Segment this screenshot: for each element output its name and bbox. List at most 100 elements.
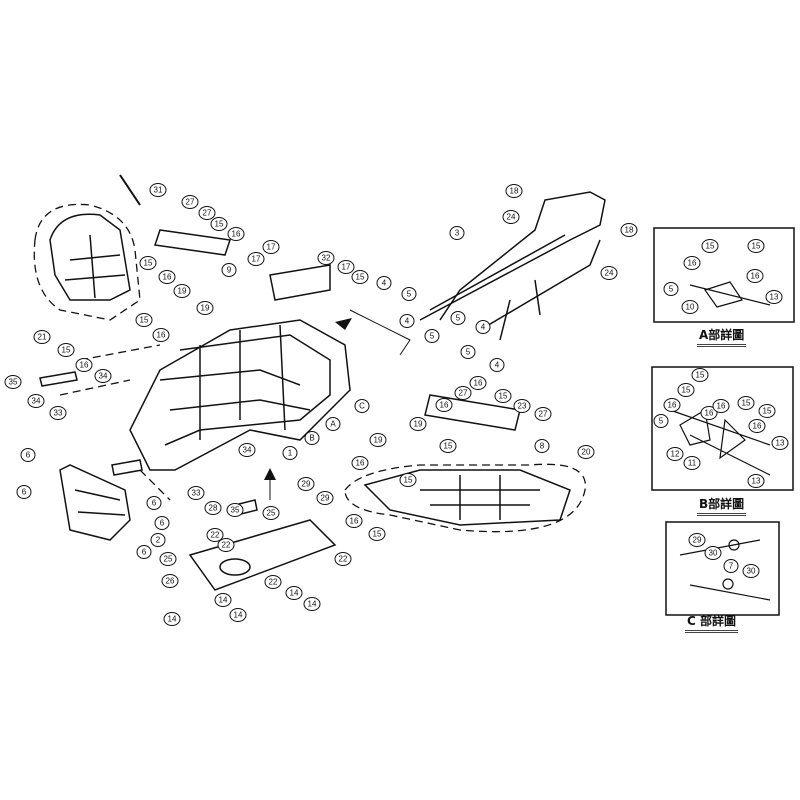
callout-18: 18 — [620, 223, 638, 237]
callout-label: 22 — [269, 578, 278, 587]
callout-circle — [20, 448, 36, 462]
callout-label: 23 — [518, 402, 527, 411]
callout-label: 16 — [688, 259, 697, 268]
callout-15: 15 — [139, 256, 157, 270]
detail-c-title: C 部詳圖 — [685, 612, 738, 633]
callout-label: 16 — [753, 422, 762, 431]
callout-label: 16 — [668, 401, 677, 410]
callout-27: 27 — [198, 206, 216, 220]
callout-16: 16 — [469, 376, 487, 390]
callout-label: 27 — [186, 198, 195, 207]
callout-label: 19 — [178, 287, 187, 296]
callout-label: 29 — [693, 536, 702, 545]
assembly-arrow-icon — [264, 468, 276, 480]
callout-circle — [354, 399, 370, 413]
callout-circle — [681, 300, 699, 314]
callout-circle — [513, 399, 531, 413]
callout-30: 30 — [704, 546, 722, 560]
callout-label: 12 — [671, 450, 680, 459]
callout-13: 13 — [747, 474, 765, 488]
callout-29: 29 — [316, 491, 334, 505]
callout-circle — [150, 533, 166, 547]
detail-a-box — [653, 227, 795, 323]
callout-label: 34 — [99, 372, 108, 381]
callout-circle — [33, 330, 51, 344]
callout-circle — [747, 239, 765, 253]
callout-label: 14 — [168, 615, 177, 624]
callout-label: 8 — [540, 442, 545, 451]
callout-A: A — [325, 417, 341, 431]
callout-16: 16 — [158, 270, 176, 284]
callout-label: 25 — [164, 555, 173, 564]
callout-label: 5 — [669, 285, 674, 294]
callout-label: 27 — [459, 389, 468, 398]
callout-7: 7 — [723, 559, 739, 573]
callout-24: 24 — [600, 266, 618, 280]
callout-circle — [577, 445, 595, 459]
callout-15: 15 — [57, 343, 75, 357]
callout-B: B — [304, 431, 320, 445]
callout-label: 4 — [495, 361, 500, 370]
detail-c-box — [665, 521, 780, 616]
callout-label: 17 — [342, 263, 351, 272]
callout-label: 15 — [140, 316, 149, 325]
callout-circle — [316, 491, 334, 505]
callout-circle — [700, 406, 718, 420]
callout-2: 2 — [150, 533, 166, 547]
callout-circle — [534, 407, 552, 421]
callout-label: 16 — [350, 517, 359, 526]
frame-lines — [39, 174, 606, 591]
callout-13: 13 — [765, 290, 783, 304]
callout-circle — [401, 287, 417, 301]
callout-19: 19 — [196, 301, 214, 315]
callout-circle — [206, 528, 224, 542]
callout-label: 10 — [686, 303, 695, 312]
callout-label: 35 — [9, 378, 18, 387]
callout-label: 24 — [605, 269, 614, 278]
callout-label: 15 — [763, 407, 772, 416]
callout-circle — [94, 369, 112, 383]
callout-circle — [494, 389, 512, 403]
callout-circle — [135, 313, 153, 327]
callout-group: 3127271516151691919211516151635343433171… — [4, 183, 789, 626]
callout-label: 6 — [26, 451, 31, 460]
callout-label: 16 — [356, 459, 365, 468]
callout-circle — [262, 240, 280, 254]
callout-label: 25 — [267, 509, 276, 518]
callout-circle — [221, 263, 237, 277]
callout-label: 6 — [142, 548, 147, 557]
callout-circle — [317, 251, 335, 265]
callout-label: 16 — [157, 331, 166, 340]
callout-label: 16 — [717, 402, 726, 411]
callout-17: 17 — [337, 260, 355, 274]
callout-label: 13 — [770, 293, 779, 302]
callout-label: 35 — [231, 506, 240, 515]
callout-26: 26 — [161, 574, 179, 588]
callout-label: 22 — [211, 531, 220, 540]
callout-circle — [214, 593, 232, 607]
callout-16: 16 — [227, 227, 245, 241]
callout-circle — [139, 256, 157, 270]
callout-circle — [368, 527, 386, 541]
callout-35: 35 — [4, 375, 22, 389]
callout-label: 15 — [444, 442, 453, 451]
callout-16: 16 — [712, 399, 730, 413]
callout-label: 17 — [267, 243, 276, 252]
callout-16: 16 — [351, 456, 369, 470]
callout-circle — [152, 328, 170, 342]
callout-circle — [238, 443, 256, 457]
callout-circle — [704, 546, 722, 560]
callout-circle — [534, 439, 550, 453]
callout-circle — [439, 439, 457, 453]
callout-circle — [758, 404, 776, 418]
callout-label: 6 — [160, 519, 165, 528]
callout-circle — [742, 564, 760, 578]
callout-14: 14 — [285, 586, 303, 600]
callout-label: 15 — [752, 242, 761, 251]
callout-6: 6 — [16, 485, 32, 499]
callout-circle — [345, 514, 363, 528]
callout-label: 15 — [373, 530, 382, 539]
callout-15: 15 — [494, 389, 512, 403]
